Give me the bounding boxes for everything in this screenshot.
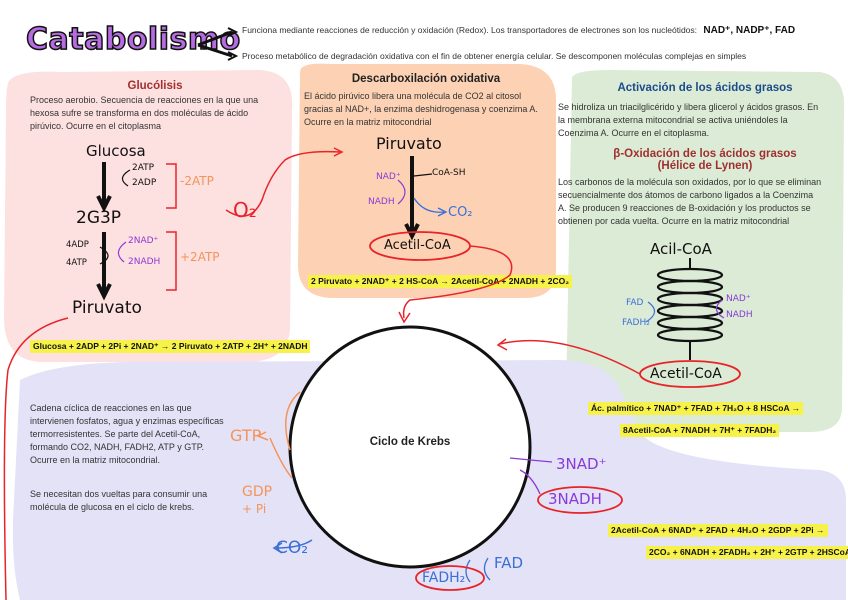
beta-subtitle: (Hélice de Lynen) bbox=[657, 160, 753, 172]
desc-co2-label: CO₂ bbox=[448, 205, 473, 220]
krebs-nad3-label: 3NAD⁺ bbox=[556, 455, 607, 473]
descarboxilacion-bg bbox=[298, 63, 556, 298]
glucolisis-title: Glucólisis bbox=[127, 80, 183, 92]
desc-nad-label: NAD⁺ bbox=[376, 172, 401, 182]
g3p-label: 2G3P bbox=[76, 208, 122, 228]
glucolisis-equation: Glucosa + 2ADP + 2Pi + 2NAD⁺ → 2 Piruvat… bbox=[30, 340, 311, 353]
krebs-fad-label: FAD bbox=[494, 554, 524, 572]
beta-text: Los carbonos de la molécula son oxidados… bbox=[558, 177, 822, 226]
desc-piruvato-label: Piruvato bbox=[376, 134, 442, 153]
header-line-2: Proceso metabólico de degradación oxidat… bbox=[242, 51, 747, 61]
acidos-text: Se hidroliza un triacilglicérido y liber… bbox=[558, 102, 819, 138]
krebs-equation-1: 2Acetil-CoA + 6NAD⁺ + 2FAD + 4H₂O + 2GDP… bbox=[608, 524, 828, 537]
acidos-title: Activación de los ácidos grasos bbox=[617, 82, 793, 94]
piruvato-label: Piruvato bbox=[72, 298, 142, 318]
header-line-1-text: Funciona mediante reacciones de reducció… bbox=[242, 25, 698, 35]
krebs-co2-label: CO₂ bbox=[276, 538, 309, 558]
acil-label: Acil-CoA bbox=[650, 240, 712, 258]
krebs-nadh3-label: 3NADH bbox=[548, 490, 602, 508]
page-title: Catabolismo bbox=[25, 21, 241, 58]
descarboxilacion-title: Descarboxilación oxidativa bbox=[351, 73, 501, 85]
atp4-label: 4ATP bbox=[66, 258, 87, 268]
krebs-text-2: Se necesitan dos vueltas para consumir u… bbox=[30, 489, 208, 512]
glucolisis-bg bbox=[4, 70, 293, 362]
beta-fadh2-label: FADH₂ bbox=[622, 318, 650, 328]
krebs-equation-2: 2CO₂ + 6NADH + 2FADH₂ + 2H⁺ + 2GTP + 2HS… bbox=[646, 546, 848, 559]
header-line-1: Funciona mediante reacciones de reducció… bbox=[242, 24, 795, 37]
krebs-circle bbox=[288, 325, 532, 569]
beta-equation-2: 8Acetil-CoA + 7NADH + 7H⁺ + 7FADH₂ bbox=[620, 424, 780, 437]
gtp-label: GTP bbox=[230, 426, 262, 445]
desc-acetil-label: Acetil-CoA bbox=[384, 238, 451, 253]
nadh2-label: 2NADH bbox=[128, 257, 161, 267]
nucleotides: NAD⁺, NADP⁺, FAD bbox=[703, 25, 796, 36]
descarboxilacion-text: El ácido pirúvico libera una molécula de… bbox=[304, 91, 538, 127]
krebs-text-1: Cadena cíclica de reacciones en las que … bbox=[30, 403, 224, 465]
adp-out-label: 2ADP bbox=[132, 178, 157, 188]
gdp-label: GDP bbox=[242, 484, 273, 500]
beta-nadh-label: NADH bbox=[726, 310, 753, 320]
beta-acetil-label: Acetil-CoA bbox=[650, 366, 722, 382]
nad2-label: 2NAD⁺ bbox=[128, 236, 159, 246]
glucosa-label: Glucosa bbox=[86, 142, 146, 160]
glucolisis-text: Proceso aerobio. Secuencia de reacciones… bbox=[30, 95, 259, 131]
beta-fad-label: FAD bbox=[626, 298, 644, 308]
acidos-bg bbox=[566, 70, 845, 432]
adp4-label: 4ADP bbox=[66, 240, 89, 250]
krebs-fadh2-label: FADH₂ bbox=[422, 570, 466, 586]
krebs-title: Ciclo de Krebs bbox=[369, 436, 451, 448]
beta-equation-1: Ác. palmítico + 7NAD⁺ + 7FAD + 7H₂O + 8 … bbox=[588, 402, 804, 415]
beta-title: β-Oxidación de los ácidos grasos bbox=[613, 148, 797, 160]
nadh3-highlight bbox=[537, 486, 623, 514]
beta-nad-label: NAD⁺ bbox=[726, 294, 751, 304]
pi-label: + Pi bbox=[242, 502, 267, 516]
minus-atp-label: -2ATP bbox=[180, 174, 214, 188]
plus-atp-label: +2ATP bbox=[180, 250, 220, 264]
atp-in-label: 2ATP bbox=[132, 163, 155, 173]
fadh2-highlight bbox=[415, 565, 485, 591]
coa-label: CoA-SH bbox=[432, 168, 466, 178]
desc-nadh-label: NADH bbox=[368, 197, 395, 207]
